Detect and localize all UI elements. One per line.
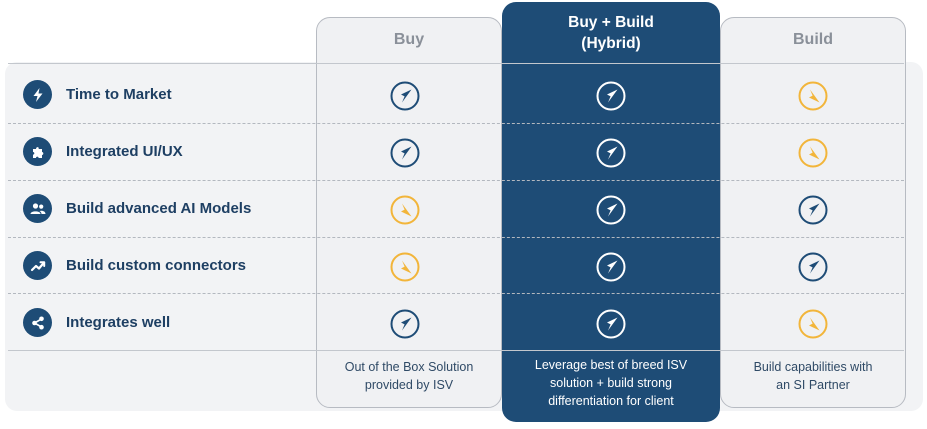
trend-line-icon xyxy=(23,251,52,280)
people-icon xyxy=(23,194,52,223)
row-label: Integrates well xyxy=(66,314,171,331)
buy-header: Buy xyxy=(393,31,425,48)
comparison-row: Integrates well xyxy=(0,294,927,351)
row-divider xyxy=(8,350,904,351)
hybrid-description-line2: solution + build strong xyxy=(550,376,672,390)
hybrid-description-line1: Leverage best of breed ISV xyxy=(534,358,688,372)
row-divider xyxy=(8,63,904,64)
arrow-down-right-icon xyxy=(798,309,828,339)
buy-description-line2: provided by ISV xyxy=(364,378,454,392)
row-label: Integrated UI/UX xyxy=(66,143,183,160)
row-divider xyxy=(8,123,904,124)
buy-description-line1: Out of the Box Solution xyxy=(344,360,474,374)
arrow-up-right-icon xyxy=(596,195,626,225)
arrow-up-right-icon xyxy=(596,309,626,339)
row-label: Build advanced AI Models xyxy=(66,200,252,217)
arrow-down-right-icon xyxy=(798,138,828,168)
build-description-line1: Build capabilities with xyxy=(753,360,873,374)
row-label: Build custom connectors xyxy=(66,257,247,274)
build-description: Build capabilities with an SI Partner xyxy=(720,358,906,394)
arrow-up-right-icon xyxy=(390,309,420,339)
lightning-icon xyxy=(23,80,52,109)
arrow-up-right-icon xyxy=(596,81,626,111)
hybrid-header: Buy + Build (Hybrid) xyxy=(502,12,720,54)
hybrid-description: Leverage best of breed ISV solution + bu… xyxy=(502,356,720,410)
arrow-up-right-icon xyxy=(390,138,420,168)
hybrid-header-line1: Buy + Build xyxy=(568,14,654,31)
build-description-line2: an SI Partner xyxy=(776,378,850,392)
arrow-up-right-icon xyxy=(390,81,420,111)
arrow-down-right-icon xyxy=(798,81,828,111)
row-divider xyxy=(8,237,904,238)
arrow-down-right-icon xyxy=(390,252,420,282)
puzzle-icon xyxy=(23,137,52,166)
arrow-down-right-icon xyxy=(390,195,420,225)
comparison-row: Build custom connectors xyxy=(0,237,927,294)
build-header: Build xyxy=(793,31,833,48)
row-label: Time to Market xyxy=(66,86,172,103)
hybrid-description-line3: differentiation for client xyxy=(548,394,674,408)
hybrid-header-line2: (Hybrid) xyxy=(581,35,641,52)
comparison-row: Build advanced AI Models xyxy=(0,180,927,237)
share-icon xyxy=(23,308,52,337)
arrow-up-right-icon xyxy=(596,138,626,168)
comparison-row: Time to Market xyxy=(0,66,927,123)
buy-description: Out of the Box Solution provided by ISV xyxy=(316,358,502,394)
row-divider xyxy=(8,293,904,294)
arrow-up-right-icon xyxy=(596,252,626,282)
row-divider xyxy=(8,180,904,181)
comparison-row: Integrated UI/UX xyxy=(0,123,927,180)
arrow-up-right-icon xyxy=(798,252,828,282)
arrow-up-right-icon xyxy=(798,195,828,225)
